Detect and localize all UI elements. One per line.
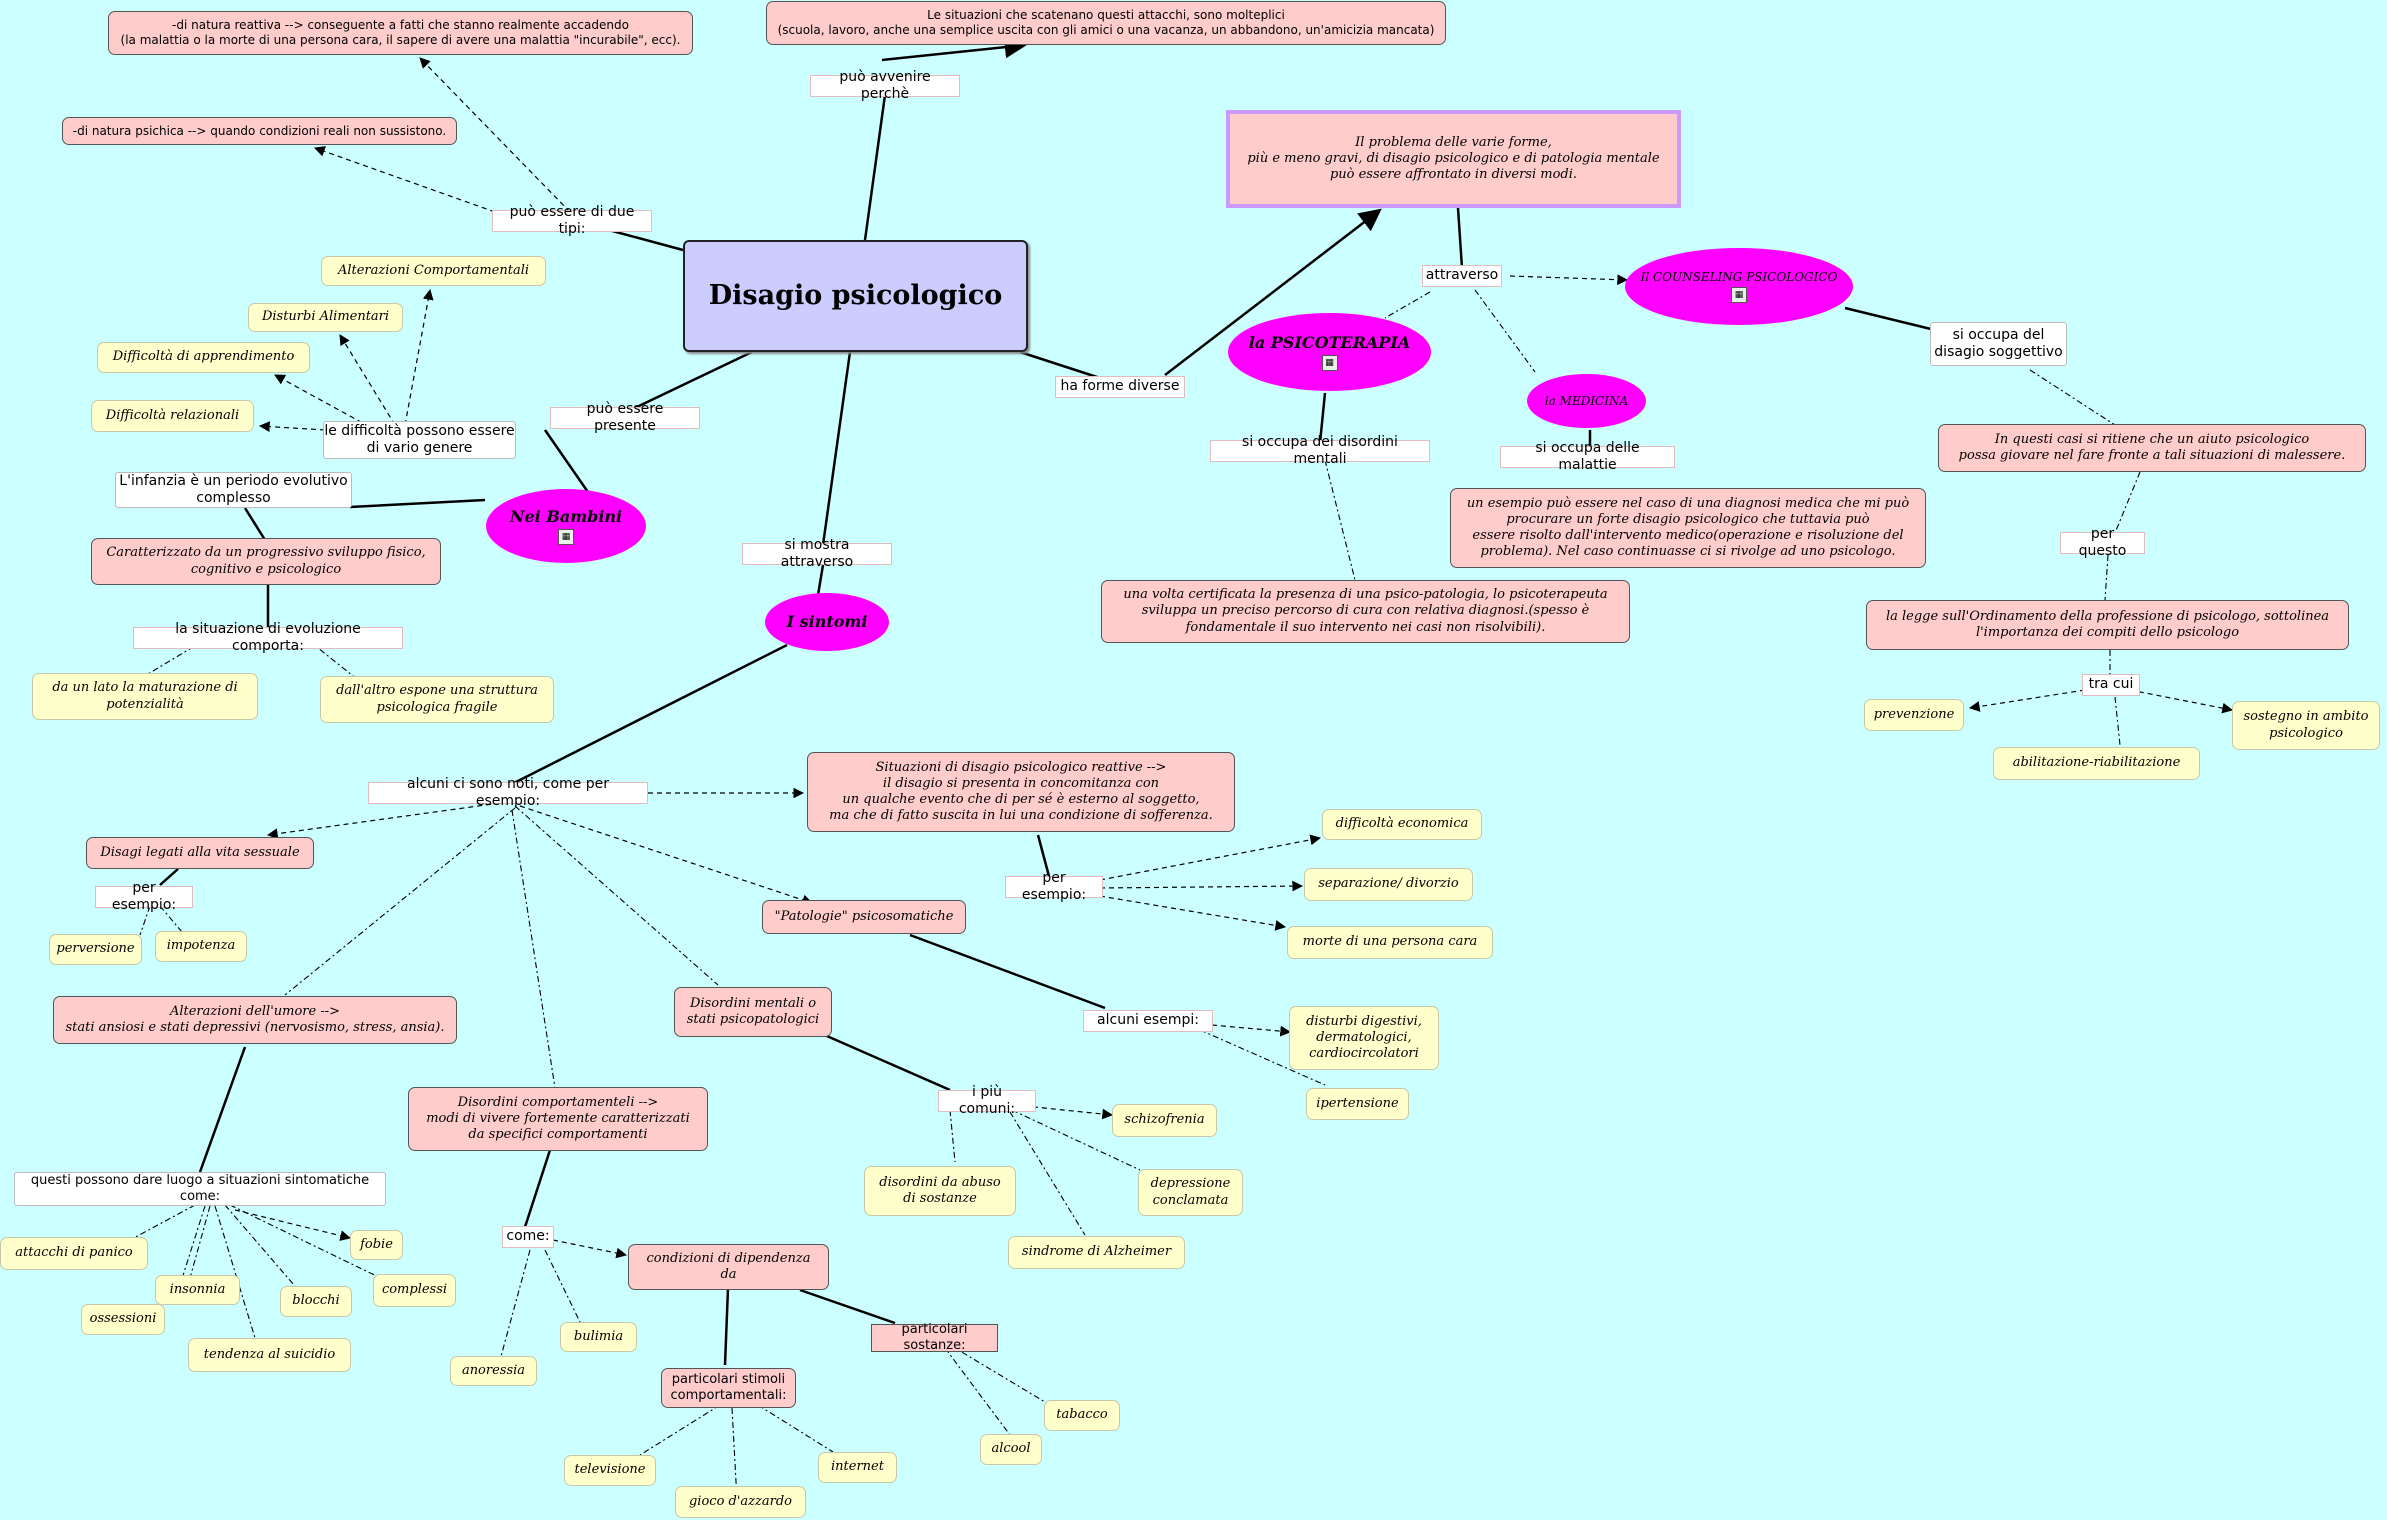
central-topic[interactable]: Disagio psicologico: [683, 240, 1028, 352]
label-piu-comuni: i più comuni:: [938, 1084, 1036, 1117]
label-si-mostra: si mostra attraverso: [742, 537, 892, 570]
label-due-tipi: può essere di due tipi:: [492, 204, 652, 237]
counseling-detail[interactable]: In questi casi si ritiene che un aiuto p…: [1938, 424, 2366, 472]
label-come: come:: [502, 1226, 554, 1248]
example-abuso[interactable]: disordini da abuso di sostanze: [864, 1166, 1016, 1216]
example-internet[interactable]: internet: [818, 1452, 897, 1483]
attachment-icon[interactable]: ▦: [1731, 287, 1747, 303]
label-alcuni-esempi: alcuni esempi:: [1083, 1010, 1213, 1032]
evolution-maturation[interactable]: da un lato la maturazione di potenzialit…: [32, 673, 258, 720]
example-ossessioni[interactable]: ossessioni: [81, 1304, 165, 1335]
psychosomatic-node[interactable]: "Patologie" psicosomatiche: [762, 900, 966, 934]
example-tabacco[interactable]: tabacco: [1044, 1400, 1120, 1431]
example-televisione[interactable]: televisione: [564, 1455, 656, 1486]
evolution-fragile[interactable]: dall'altro espone una struttura psicolog…: [320, 676, 554, 723]
substances-node[interactable]: particolari sostanze:: [871, 1322, 998, 1353]
reactive-type-node[interactable]: -di natura reattiva --> conseguente a fa…: [108, 11, 693, 55]
difficulty-learning[interactable]: Difficoltà di apprendimento: [97, 342, 310, 373]
label-forme-diverse: ha forme diverse: [1055, 376, 1185, 398]
task-sostegno[interactable]: sostegno in ambito psicologico: [2232, 701, 2380, 750]
label-disordini-mentali: si occupa dei disordini mentali: [1210, 434, 1430, 467]
label-malattie: si occupa delle malattie: [1500, 440, 1675, 473]
stimuli-node[interactable]: particolari stimoli comportamentali:: [661, 1368, 796, 1408]
label-per-questo: per questo: [2060, 526, 2145, 559]
psicoterapia-detail[interactable]: una volta certificata la presenza di una…: [1101, 580, 1630, 643]
psicoterapia-title: la PSICOTERAPIA: [1248, 333, 1411, 352]
example-depressione[interactable]: depressione conclamata: [1138, 1169, 1243, 1216]
mood-node[interactable]: Alterazioni dell'umore --> stati ansiosi…: [53, 996, 457, 1044]
difficulty-behavioral[interactable]: Alterazioni Comportamentali: [321, 256, 546, 286]
label-per-esempio-sexual: per esempio:: [95, 880, 193, 913]
development-node[interactable]: Caratterizzato da un progressivo svilupp…: [91, 538, 441, 585]
attachment-icon[interactable]: ▦: [558, 529, 574, 545]
node-counseling[interactable]: Il COUNSELING PSICOLOGICO ▦: [1625, 248, 1853, 325]
example-perversione[interactable]: perversione: [49, 934, 142, 965]
example-fobie[interactable]: fobie: [350, 1230, 403, 1260]
label-puo-essere-presente: può essere presente: [550, 401, 700, 434]
example-insonnia[interactable]: insonnia: [155, 1275, 240, 1305]
node-i-sintomi[interactable]: I sintomi: [765, 593, 889, 651]
medicina-detail[interactable]: un esempio può essere nel caso di una di…: [1450, 488, 1926, 568]
example-alzheimer[interactable]: sindrome di Alzheimer: [1008, 1236, 1185, 1269]
example-death[interactable]: morte di una persona cara: [1287, 926, 1493, 959]
example-digestive[interactable]: disturbi digestivi, dermatologici, cardi…: [1289, 1006, 1439, 1070]
difficulty-relational[interactable]: Difficoltà relazionali: [91, 400, 254, 432]
law-node[interactable]: la legge sull'Ordinamento della professi…: [1866, 600, 2349, 650]
example-economic[interactable]: difficoltà economica: [1322, 809, 1482, 840]
example-divorce[interactable]: separazione/ divorzio: [1304, 868, 1473, 901]
example-gioco[interactable]: gioco d'azzardo: [675, 1486, 806, 1518]
counseling-title: Il COUNSELING PSICOLOGICO: [1640, 270, 1838, 284]
example-suicidio[interactable]: tendenza al suicidio: [188, 1338, 351, 1372]
attachment-icon[interactable]: ▦: [1321, 355, 1338, 371]
mood-label-node: questi possono dare luogo a situazioni s…: [14, 1172, 386, 1206]
label-alcuni-noti: alcuni ci sono noti, come per esempio:: [368, 776, 648, 809]
example-alcool[interactable]: alcool: [980, 1434, 1042, 1465]
example-panico[interactable]: attacchi di panico: [0, 1237, 148, 1270]
example-blocchi[interactable]: blocchi: [280, 1286, 352, 1317]
example-ipertensione[interactable]: ipertensione: [1306, 1088, 1409, 1120]
difficulties-label-node: le difficoltà possono essere di vario ge…: [323, 421, 516, 459]
node-nei-bambini[interactable]: Nei Bambini ▦: [486, 489, 646, 563]
dependency-node[interactable]: condizioni di dipendenza da: [628, 1244, 829, 1290]
counseling-label-node: si occupa del disagio soggettivo: [1930, 322, 2067, 366]
example-impotenza[interactable]: impotenza: [155, 931, 247, 962]
label-tra-cui: tra cui: [2082, 674, 2140, 696]
mental-disorders-node[interactable]: Disordini mentali o stati psicopatologic…: [674, 987, 832, 1037]
psychic-type-node[interactable]: -di natura psichica --> quando condizion…: [62, 117, 457, 145]
label-evoluzione: la situazione di evoluzione comporta:: [133, 621, 403, 654]
label-per-esempio-reactive: per esempio:: [1005, 870, 1103, 903]
example-complessi[interactable]: complessi: [373, 1274, 456, 1307]
example-anoressia[interactable]: anoressia: [450, 1356, 537, 1386]
node-medicina[interactable]: la MEDICINA: [1527, 374, 1646, 428]
example-bulimia[interactable]: bulimia: [560, 1322, 637, 1352]
nei-bambini-title: Nei Bambini: [509, 507, 623, 526]
example-schizofrenia[interactable]: schizofrenia: [1112, 1104, 1217, 1137]
behavioral-node[interactable]: Disordini comportamenteli --> modi di vi…: [408, 1087, 708, 1151]
node-psicoterapia[interactable]: la PSICOTERAPIA ▦: [1228, 313, 1431, 391]
task-prevenzione[interactable]: prevenzione: [1864, 699, 1964, 731]
label-attraverso: attraverso: [1422, 265, 1502, 287]
causes-node[interactable]: Le situazioni che scatenano questi attac…: [766, 1, 1446, 45]
infancy-node[interactable]: L'infanzia è un periodo evolutivo comple…: [115, 472, 352, 508]
sexual-node[interactable]: Disagi legati alla vita sessuale: [86, 837, 314, 869]
task-abilitazione[interactable]: abilitazione-riabilitazione: [1993, 747, 2200, 780]
reactive-situations-node[interactable]: Situazioni di disagio psicologico reatti…: [807, 752, 1235, 832]
problem-node[interactable]: Il problema delle varie forme, più e men…: [1226, 110, 1681, 208]
difficulty-eating[interactable]: Disturbi Alimentari: [248, 303, 403, 332]
label-puo-avvenire: può avvenire perchè: [810, 69, 960, 102]
